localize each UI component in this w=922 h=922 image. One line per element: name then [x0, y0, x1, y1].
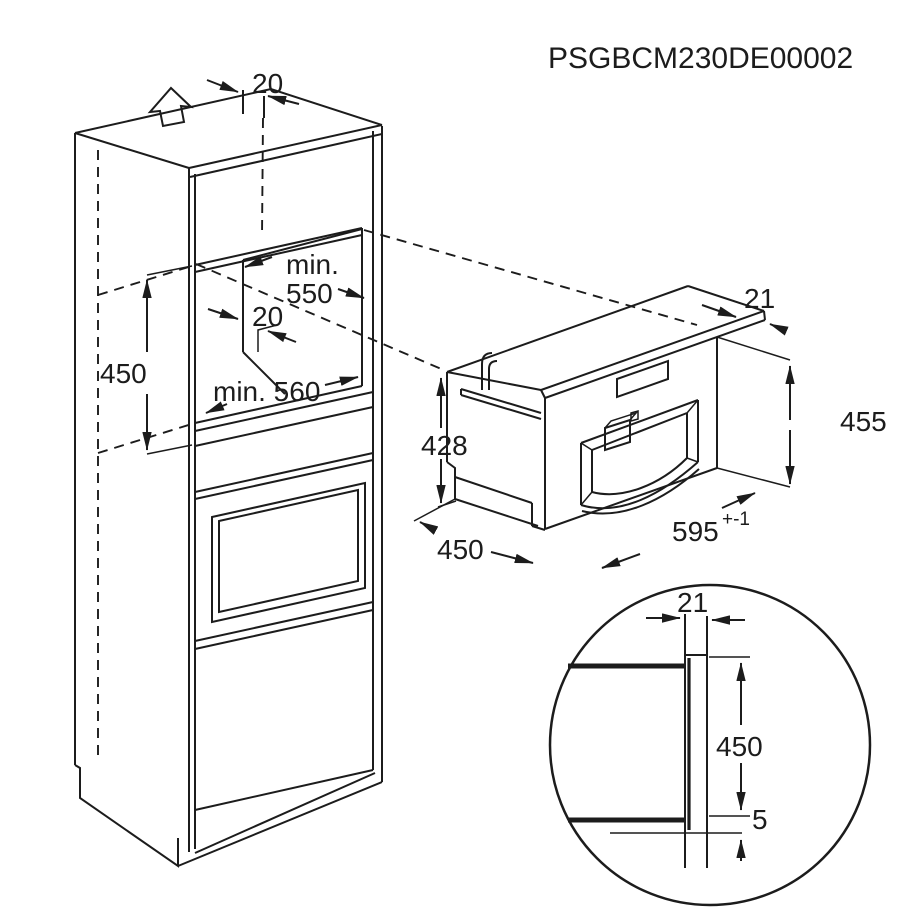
dim-appliance-depth-label: 450 [437, 534, 484, 565]
niche-ceiling-back-edge [242, 228, 363, 261]
recess-lower-lip-curve [581, 468, 700, 515]
dim-niche-depth-arrow-left [205, 401, 228, 414]
detail-frame-thickness-label: 21 [677, 587, 708, 618]
projection-line-upper [363, 229, 698, 326]
detail-circle-outline [548, 583, 872, 907]
dim-niche-height-tick-bottom [146, 444, 193, 455]
niche-back-panel-corner-mark [257, 324, 278, 352]
appliance-rail-top-line [540, 310, 765, 391]
dim-front-height-label: 455 [840, 406, 887, 437]
appliance-top-right-depth-edge [687, 285, 765, 312]
appliance-base-bottom-edge [454, 498, 539, 527]
shelf-bottom-line [194, 391, 374, 432]
lower-gap-line [194, 609, 374, 650]
dim-top-gap-arrow-right [267, 95, 300, 106]
dim-niche-back-gap-arrow-left [207, 308, 239, 320]
detail-height-label: 450 [716, 731, 763, 762]
appliance-bracket-inner [488, 360, 498, 390]
projection-line-lower [195, 263, 447, 372]
dim-appliance-depth-ext [413, 498, 456, 522]
cabinet-top-front-edge [188, 124, 383, 169]
cabinet-side-bottom-notch [74, 764, 179, 868]
detail-circle-view: 21 450 5 [548, 583, 872, 907]
recess-outer-top [580, 399, 699, 444]
dim-top-gap-arrow-left [206, 79, 239, 93]
recess-corner-tr [686, 399, 699, 414]
dim-front-width-arrow-right [721, 492, 756, 509]
dim-front-height-ext-bottom [716, 467, 791, 488]
appliance-drawing [446, 285, 766, 531]
hidden-top-gap-edge [261, 117, 264, 238]
appliance-rail-bottom-line [544, 319, 766, 399]
appliance-top-back-edge [446, 285, 689, 373]
appliance-base-link [531, 525, 546, 531]
coffee-spout-body [604, 418, 631, 452]
recess-inner-bottom-curve [591, 457, 688, 496]
appliance-base-top-edge [454, 476, 533, 504]
oven-window-outer [211, 481, 366, 624]
dim-niche-width-arrow-right [337, 287, 365, 299]
dim-frame-thickness-arrow-left [701, 304, 737, 318]
recess-outer-bottom-curve [580, 461, 699, 510]
appliance-bracket-outer [481, 352, 493, 390]
plinth-bottom-edge [177, 781, 383, 867]
dim-niche-back-gap-arrow-right [267, 330, 297, 343]
appliance-rail-end-cap [763, 310, 766, 321]
dim-niche-width-arrow-left [244, 256, 273, 268]
ventilation-arrow-icon [147, 86, 194, 128]
cabinet-top-back-edge [74, 87, 383, 134]
dim-front-width-tolerance-label: +-1 [722, 509, 750, 530]
recess-corner-br [686, 457, 699, 463]
oven-door-bottom-line [194, 601, 374, 642]
drawing-code: PSGBCM230DE00002 [548, 42, 853, 75]
dim-appliance-depth-arrow-left [419, 521, 439, 535]
lower-door-bottom-line [194, 769, 374, 811]
niche-floor-back-edge [242, 351, 286, 395]
drawer-gap-line [194, 459, 374, 500]
dim-frame-thickness-label: 21 [744, 283, 775, 314]
dim-niche-depth-label: min. 560 [213, 376, 320, 407]
appliance-base-step [446, 461, 456, 499]
oven-window-inner [218, 488, 359, 614]
dim-niche-back-gap-label: 20 [252, 301, 283, 332]
plinth-top-edge [194, 772, 376, 854]
dim-top-gap-label: 20 [252, 68, 283, 99]
appliance-rail-left-cap [540, 389, 546, 399]
detail-overlap-label: 5 [752, 804, 768, 835]
dim-appliance-depth-arrow-right [490, 551, 534, 564]
coffee-spout-top [604, 411, 639, 429]
dim-niche-height-tick-top [146, 265, 193, 276]
drawer-bottom-line [194, 452, 374, 493]
niche-bottom-edge [194, 385, 363, 424]
appliance-side-rail-top [460, 388, 542, 414]
cabinet-dimensions: 20 min. 550 20 450 min. 560 [100, 68, 365, 455]
niche-top-edge [194, 227, 363, 266]
appliance-top-left-depth-edge [446, 371, 542, 391]
display-window [616, 359, 669, 399]
appliance-side-rail-bottom [460, 394, 542, 420]
cabinet-side-top-edge [74, 132, 190, 169]
drawer-top-line [194, 406, 374, 447]
recess-corner-bl [580, 491, 593, 506]
dim-niche-height-label: 450 [100, 358, 147, 389]
recess-inner-top [591, 412, 688, 451]
dim-frame-thickness-arrow-right [769, 323, 789, 336]
dim-front-width-arrow-left [601, 553, 641, 569]
dim-appliance-height-label: 428 [421, 430, 468, 461]
coffee-spout-nozzle [630, 410, 639, 422]
appliance-dimensions: 428 450 21 455 595 +-1 [413, 283, 887, 569]
cabinet-top-front-band [189, 133, 383, 178]
dim-niche-width-value-label: 550 [286, 278, 333, 309]
dim-front-width-label: 595 [672, 516, 719, 547]
cabinet-drawing [74, 86, 383, 868]
dim-niche-depth-arrow-right [324, 376, 359, 386]
recess-corner-tl [580, 442, 593, 451]
dim-niche-width-min-label: min. [286, 249, 339, 280]
dim-front-height-ext-top [716, 336, 791, 361]
niche-top-band [194, 234, 363, 273]
